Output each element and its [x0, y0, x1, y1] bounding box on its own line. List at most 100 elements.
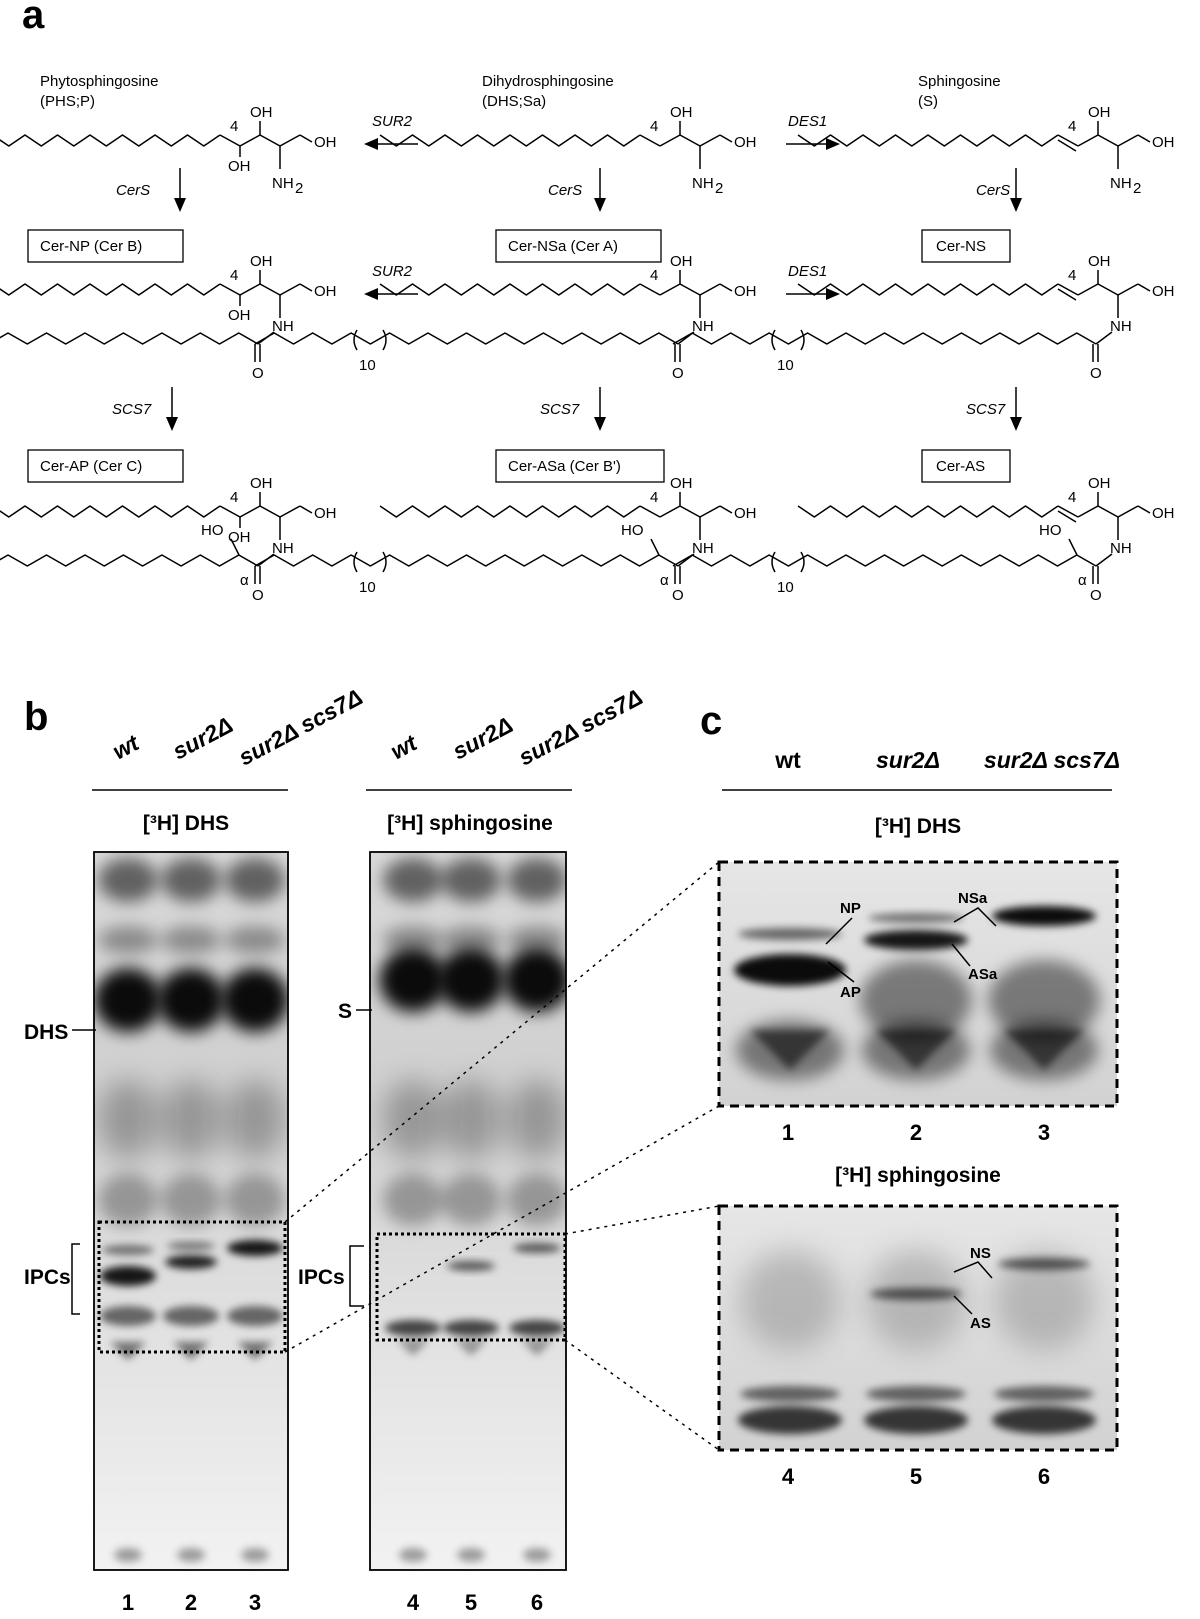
zoom2-lane1-smear — [740, 1250, 840, 1350]
cer-a-2-n10: 10 — [777, 579, 794, 596]
cer-n-0-c12 — [279, 283, 301, 296]
plate1-lane1-origin-top — [98, 858, 158, 902]
c-band-np: NP — [840, 900, 861, 917]
plate2-lane3-spot — [521, 1340, 553, 1356]
zoom2-lane1-lower — [738, 1406, 842, 1434]
cer-a-0-ho: HO — [201, 522, 224, 539]
plate1-lane3-lower — [225, 1174, 285, 1226]
cer-n-2-nh: NH — [1110, 318, 1132, 335]
base-2-nh2: NH — [1110, 175, 1132, 192]
cer-a-1-alpha-oh — [650, 538, 660, 556]
b-marker-dhs: DHS — [24, 1021, 68, 1044]
cer-n-1-chain — [379, 283, 641, 296]
cer-n-0-c34 — [239, 283, 261, 296]
cer-a-2-n-co — [1095, 553, 1113, 567]
box-cer-nsa — [495, 229, 662, 263]
plate2-lane1-origin-top — [383, 858, 443, 902]
cer-a-0-alpha-oh — [230, 538, 240, 556]
b-lane-3: 3 — [249, 1590, 261, 1615]
arrow-scs7-3 — [1010, 387, 1022, 431]
cer-n-2-oh1: OH — [1152, 283, 1175, 300]
cer-n-1-oh3: OH — [670, 253, 693, 270]
plate1-lane1-main — [94, 968, 162, 1032]
cer-a-1-nh: NH — [692, 540, 714, 557]
cer-n-2-bracket-l — [771, 329, 776, 351]
dhs-abbr: (DHS;Sa) — [482, 93, 546, 110]
base-0-oh4: OH — [228, 158, 251, 175]
plate1-lane1-smear — [98, 1080, 158, 1160]
cer-n-0-oh3: OH — [250, 253, 273, 270]
zoom1-lane3-smear — [988, 960, 1100, 1040]
c-band-as-line — [953, 1295, 973, 1315]
cer-n-0-chain — [0, 283, 221, 296]
cer-a-0-alpha: α — [240, 572, 249, 589]
arrow-scs7-1 — [166, 387, 178, 431]
c-lane-4: 4 — [782, 1464, 795, 1489]
plate2-lane2-origin-top — [441, 858, 501, 902]
cer-n-2-chain — [797, 283, 1059, 296]
cer-a-1-bracket-l — [353, 551, 358, 573]
panel-a-label: a — [22, 0, 45, 37]
b-lane-6: 6 — [531, 1590, 543, 1615]
plate1-lane3-ipc-nsa — [227, 1240, 283, 1256]
box-cer-as — [921, 449, 1011, 483]
plate2-lane3-front — [523, 1548, 551, 1562]
zoom1-lane2-nsa — [868, 913, 964, 923]
plate1-lane1-upper — [98, 926, 158, 954]
arrow-des1-2 — [786, 288, 840, 300]
box-cer-ap — [27, 449, 184, 483]
zoom1-lane1-np — [738, 928, 842, 940]
arrow-cers-1 — [174, 168, 186, 212]
base-0-c23 — [259, 134, 281, 147]
base-1-c23 — [679, 134, 701, 147]
enzyme-des1-2: DES1 — [788, 263, 827, 280]
c-genotype-double: sur2Δ scs7Δ — [984, 747, 1120, 773]
plate1-lane1-front — [114, 1548, 142, 1562]
cer-n-1-bracket-r — [382, 329, 387, 351]
zoom1-lane2-spot — [876, 1030, 956, 1070]
c-band-ns: NS — [970, 1245, 991, 1262]
cer-ap-label: Cer-AP (Cer C) — [40, 458, 142, 475]
b-genotype-wt-2: wt — [386, 729, 422, 765]
zoom1-lane3-nsa — [992, 906, 1096, 926]
plate2-lane1-front — [399, 1548, 427, 1562]
b-genotype-double-1: sur2Δ scs7Δ — [234, 684, 366, 771]
connector-4 — [564, 1339, 720, 1451]
b-lane-5: 5 — [465, 1590, 477, 1615]
cer-asa-label: Cer-ASa (Cer B') — [508, 458, 621, 475]
plate1-lane3-main — [221, 968, 288, 1032]
cer-a-0-c12 — [279, 505, 301, 518]
base-0-c12 — [279, 134, 301, 147]
enzyme-cers-1: CerS — [116, 182, 150, 199]
b-marker-ipc-1: IPCs — [24, 1266, 71, 1289]
base-1-c34 — [659, 134, 681, 147]
plate2-lane1-main — [379, 948, 447, 1012]
enzyme-sur2-1: SUR2 — [372, 113, 413, 130]
base-0-oh3: OH — [250, 104, 273, 121]
c-band-np-line — [825, 917, 853, 945]
zoom1-lane2-smear — [860, 960, 972, 1040]
enzyme-scs7-2: SCS7 — [540, 401, 580, 418]
enzyme-cers-2: CerS — [548, 182, 582, 199]
cer-n-1-nh: NH — [692, 318, 714, 335]
zoom1-lane1-spot — [750, 1030, 830, 1070]
cer-n-1-acyl — [254, 332, 679, 345]
cer-a-0-chain — [0, 505, 221, 518]
c-band-ap-line — [827, 961, 855, 983]
plate1-lane3-front — [241, 1548, 269, 1562]
plate1-lane3-ipc-low — [227, 1306, 283, 1326]
c-band-nsa-line — [953, 907, 997, 927]
base-2-c23 — [1097, 134, 1119, 147]
cer-a-1-chain — [379, 505, 641, 518]
plate1-lane1-ipc-low — [100, 1306, 156, 1326]
base-1-c1o — [719, 134, 733, 143]
cer-a-2-o: O — [1090, 587, 1102, 604]
plate2-lane2-ipc-low — [443, 1320, 499, 1336]
dhs-name: Dihydrosphingosine — [482, 73, 614, 90]
cer-a-2-ho: HO — [1039, 522, 1062, 539]
cer-a-1-ho: HO — [621, 522, 644, 539]
cer-n-2-o: O — [1090, 365, 1102, 382]
plate2-lane2-ipc-as — [447, 1261, 495, 1271]
base-2-c45 — [1057, 134, 1079, 147]
cer-a-1-oh3: OH — [670, 475, 693, 492]
